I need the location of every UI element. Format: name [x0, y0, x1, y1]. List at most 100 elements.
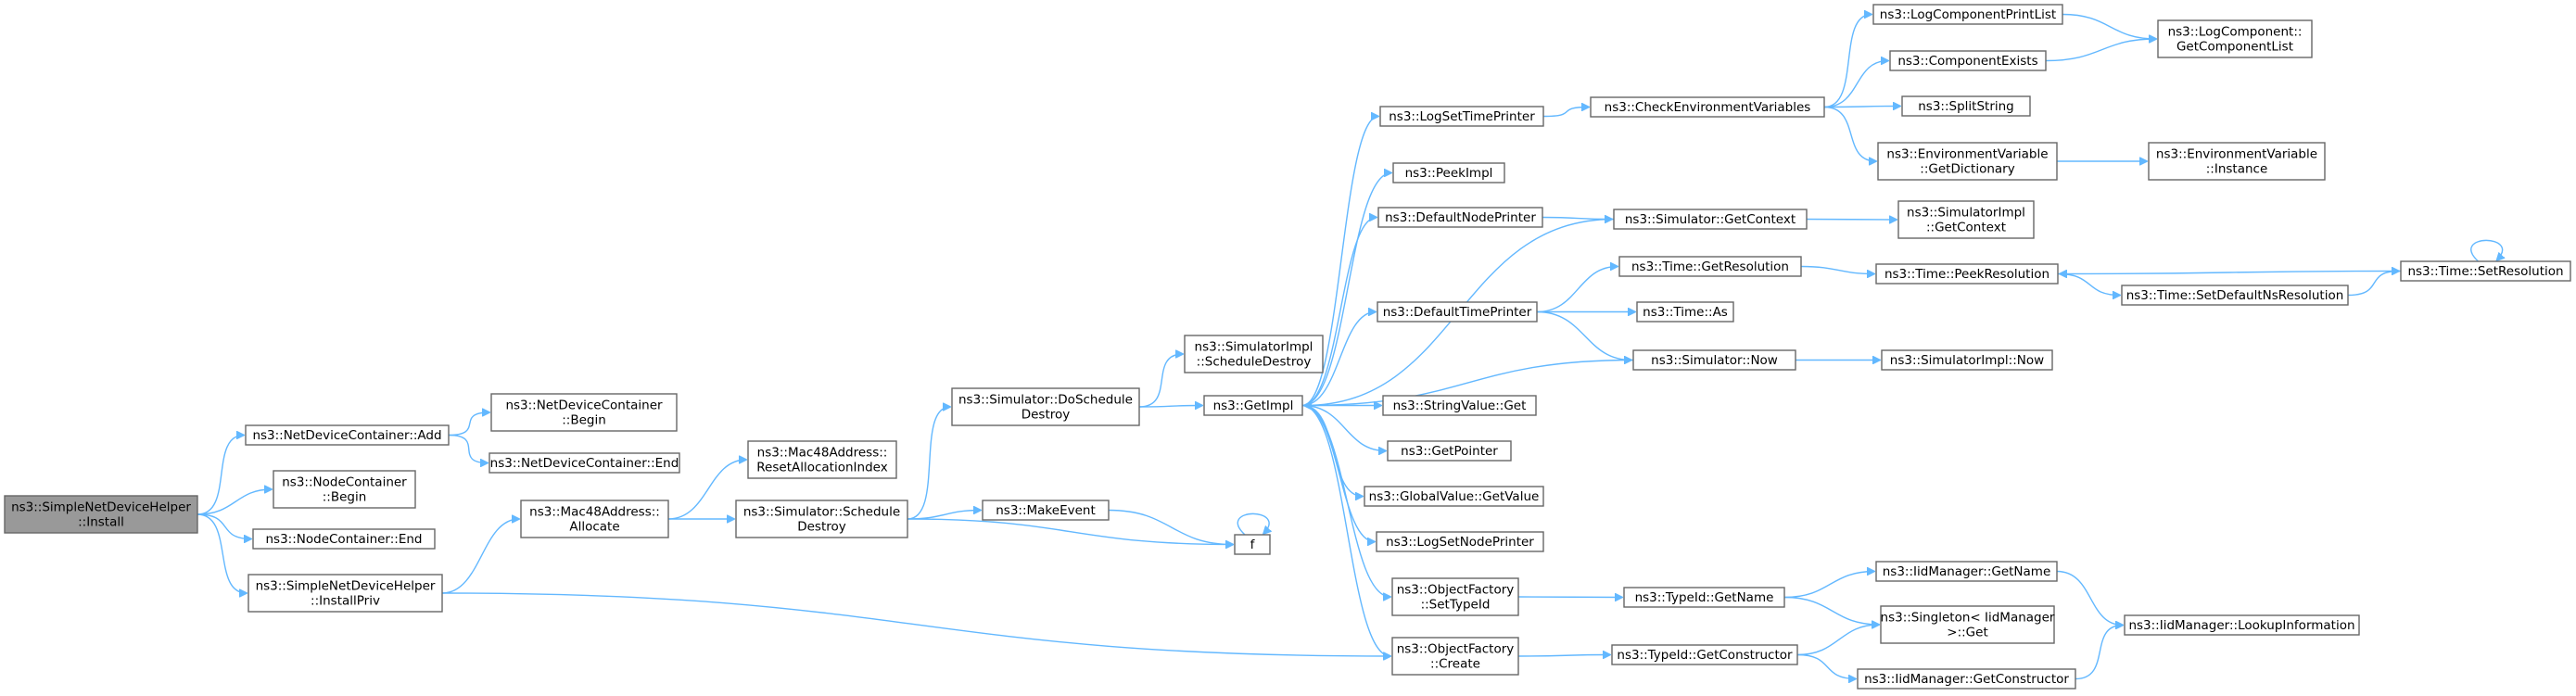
node-simimpl-schedule-destroy[interactable]: ns3::SimulatorImpl::ScheduleDestroy — [1184, 335, 1324, 373]
node-label: ns3::EnvironmentVariable — [2156, 147, 2317, 162]
node-envvar-getdict[interactable]: ns3::EnvironmentVariable::GetDictionary — [1877, 142, 2058, 181]
edge-logcomponentprintlist-to-logcomponent-getlist — [2062, 13, 2156, 40]
node-getpointer[interactable]: ns3::GetPointer — [1387, 440, 1512, 462]
node-label: ns3::IidManager::LookupInformation — [2128, 618, 2354, 633]
node-box — [273, 470, 416, 509]
node-installpriv[interactable]: ns3::SimpleNetDeviceHelper::InstallPriv — [247, 574, 443, 613]
node-box — [1901, 95, 2031, 117]
node-install[interactable]: ns3::SimpleNetDeviceHelper::Install — [4, 495, 198, 534]
node-label: ::Begin — [562, 413, 606, 428]
node-stringvalue-get[interactable]: ns3::StringValue::Get — [1382, 395, 1537, 416]
node-label: ::SetTypeId — [1421, 598, 1491, 613]
node-box — [1364, 486, 1544, 507]
node-label: ns3::SimulatorImpl — [1195, 340, 1313, 355]
node-label: ns3::ComponentExists — [1897, 54, 2037, 69]
node-time-setresolution[interactable]: ns3::Time::SetResolution — [2400, 260, 2571, 282]
node-typeid-getname[interactable]: ns3::TypeId::GetName — [1623, 587, 1785, 608]
node-ndc-add[interactable]: ns3::NetDeviceContainer::Add — [245, 424, 450, 446]
node-defaulttimeprinter[interactable]: ns3::DefaultTimePrinter — [1377, 301, 1538, 323]
node-logsetnodeprinter[interactable]: ns3::LogSetNodePrinter — [1376, 531, 1544, 552]
edge-checkenv-to-componentexists — [1823, 61, 1888, 108]
node-sim-schedule-destroy[interactable]: ns3::Simulator::ScheduleDestroy — [735, 500, 908, 538]
node-label: ns3::IidManager::GetName — [1883, 564, 2051, 579]
node-label: ns3::IidManager::GetConstructor — [1864, 672, 2069, 687]
edge-logsettimeprinter-to-checkenv — [1542, 108, 1589, 118]
node-label: ns3::SimulatorImpl — [1907, 206, 2025, 221]
node-envvar-instance[interactable]: ns3::EnvironmentVariable::Instance — [2148, 142, 2326, 181]
node-logcomponent-getlist[interactable]: ns3::LogComponent::GetComponentList — [2157, 19, 2313, 58]
edge-getimpl-to-defaultnodeprinter — [1301, 218, 1377, 407]
node-label: ns3::Time::SetDefaultNsResolution — [2126, 288, 2344, 303]
node-label: ns3::Time::GetResolution — [1631, 259, 1789, 274]
node-iid-getconstructor[interactable]: ns3::IidManager::GetConstructor — [1857, 668, 2076, 690]
edge-time-setresolution-to-time-peekresolution — [2060, 272, 2402, 274]
edge-iid-getname-to-iid-lookupinfo — [2056, 570, 2123, 626]
node-box — [1889, 50, 2047, 71]
node-nc-begin[interactable]: ns3::NodeContainer::Begin — [273, 470, 416, 509]
node-of-create[interactable]: ns3::ObjectFactory::Create — [1391, 637, 1519, 676]
edge-defaulttimeprinter-to-time-getresolution — [1536, 267, 1618, 313]
node-peekimpl[interactable]: ns3::PeekImpl — [1392, 162, 1505, 183]
node-mac-allocate[interactable]: ns3::Mac48Address::Allocate — [520, 500, 669, 538]
node-time-as[interactable]: ns3::Time::As — [1636, 301, 1734, 323]
node-iid-getname[interactable]: ns3::IidManager::GetName — [1875, 561, 2058, 582]
node-box — [1391, 637, 1519, 676]
node-componentexists[interactable]: ns3::ComponentExists — [1889, 50, 2047, 71]
node-box — [1857, 668, 2076, 690]
node-label: ns3::PeekImpl — [1405, 166, 1493, 181]
node-box — [1377, 301, 1538, 323]
edges-layer — [197, 15, 2503, 679]
node-label: ns3::Time::SetResolution — [2407, 264, 2563, 279]
edge-sim-now-to-getimpl — [1304, 359, 1634, 406]
node-label: ns3::GetPointer — [1401, 444, 1498, 459]
node-iid-lookupinfo[interactable]: ns3::IidManager::LookupInformation — [2124, 614, 2360, 636]
node-ndc-end[interactable]: ns3::NetDeviceContainer::End — [489, 452, 680, 474]
node-logcomponentprintlist[interactable]: ns3::LogComponentPrintList — [1872, 4, 2063, 25]
node-makeevent[interactable]: ns3::MakeEvent — [982, 500, 1110, 521]
node-logsettimeprinter[interactable]: ns3::LogSetTimePrinter — [1379, 106, 1544, 127]
node-label: ns3::Time::PeekResolution — [1884, 267, 2049, 282]
node-of-settypeid[interactable]: ns3::ObjectFactory::SetTypeId — [1391, 577, 1519, 616]
edge-of-settypeid-to-typeid-getname — [1517, 597, 1622, 598]
node-time-setdefaultns[interactable]: ns3::Time::SetDefaultNsResolution — [2121, 285, 2349, 306]
node-box — [1387, 440, 1512, 462]
node-globalvalue-getvalue[interactable]: ns3::GlobalValue::GetValue — [1364, 486, 1544, 507]
node-box — [1881, 349, 2053, 371]
node-label: ns3::Simulator::DoSchedule — [958, 393, 1133, 408]
node-time-getresolution[interactable]: ns3::Time::GetResolution — [1618, 256, 1802, 277]
node-label: ns3::LogComponentPrintList — [1880, 7, 2056, 22]
node-sim-now[interactable]: ns3::Simulator::Now — [1632, 349, 1796, 371]
node-typeid-getconstructor[interactable]: ns3::TypeId::GetConstructor — [1611, 644, 1798, 665]
node-simimpl-now[interactable]: ns3::SimulatorImpl::Now — [1881, 349, 2053, 371]
edge-typeid-getname-to-iid-getname — [1783, 572, 1874, 599]
node-box — [1875, 561, 2058, 582]
edge-install-to-nc-end — [197, 513, 251, 539]
node-checkenv[interactable]: ns3::CheckEnvironmentVariables — [1590, 96, 1825, 118]
node-mac-reset[interactable]: ns3::Mac48Address::ResetAllocationIndex — [747, 440, 897, 479]
node-label: ::Install — [78, 515, 124, 530]
edge-installpriv-to-of-create — [441, 592, 1390, 656]
node-f[interactable]: f — [1234, 534, 1271, 555]
node-label: f — [1250, 538, 1256, 552]
node-splitstring[interactable]: ns3::SplitString — [1901, 95, 2031, 117]
node-label: ResetAllocationIndex — [756, 461, 887, 475]
node-box — [747, 440, 897, 479]
node-box — [520, 500, 669, 538]
node-nc-end[interactable]: ns3::NodeContainer::End — [252, 528, 436, 550]
node-label: Destroy — [1022, 408, 1071, 423]
node-time-peekresolution[interactable]: ns3::Time::PeekResolution — [1875, 263, 2059, 285]
node-simimpl-getcontext[interactable]: ns3::SimulatorImpl::GetContext — [1897, 200, 2035, 239]
node-label: ns3::Mac48Address:: — [529, 505, 660, 520]
node-box — [247, 574, 443, 613]
node-label: ns3::TypeId::GetConstructor — [1617, 648, 1793, 663]
node-singleton-get[interactable]: ns3::Singleton< IidManager >::Get — [1880, 605, 2055, 644]
node-getimpl[interactable]: ns3::GetImpl — [1203, 395, 1303, 416]
node-ndc-begin[interactable]: ns3::NetDeviceContainer::Begin — [490, 393, 678, 432]
node-label: ns3::SimpleNetDeviceHelper — [256, 579, 436, 594]
edge-iid-getconstructor-to-iid-lookupinfo — [2075, 626, 2123, 680]
node-label: ns3::NetDeviceContainer::Add — [252, 428, 441, 443]
node-sim-getcontext[interactable]: ns3::Simulator::GetContext — [1613, 209, 1808, 230]
node-defaultnodeprinter[interactable]: ns3::DefaultNodePrinter — [1377, 207, 1543, 228]
